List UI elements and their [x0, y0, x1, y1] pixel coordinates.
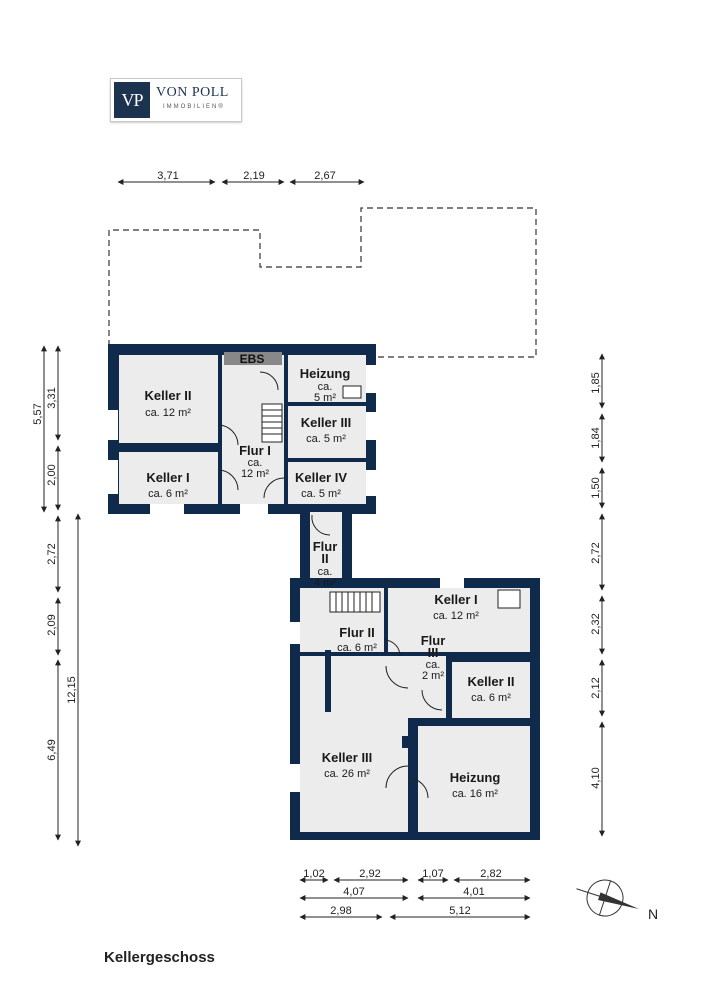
room-keller2-top: [119, 355, 218, 443]
dimensions-left: [41, 345, 81, 847]
room-keller4: [288, 462, 366, 504]
room-area: 5 m²: [314, 392, 336, 404]
room-area: ca.: [318, 566, 333, 578]
connector-block: [300, 510, 352, 584]
room-name: Keller II: [145, 388, 192, 403]
dim-bottom: 1,07: [422, 868, 443, 880]
room-name: II: [321, 551, 328, 566]
north-label: N: [648, 906, 658, 922]
dashed-outline: [108, 207, 537, 358]
room-area: ca. 26 m²: [324, 768, 370, 780]
dim-bottom: 5,12: [449, 905, 470, 917]
dim-right: 2,72: [590, 542, 602, 563]
stairs-bottom: [329, 591, 381, 613]
room-keller2-bottom: [452, 662, 530, 718]
dim-right: 1,84: [590, 427, 602, 448]
dim-left: 2,09: [46, 614, 58, 635]
room-name: Heizung: [450, 770, 501, 785]
dim-right: 4,10: [590, 767, 602, 788]
room-area: ca. 5 m²: [306, 433, 346, 445]
dim-bottom: 2,92: [359, 868, 380, 880]
ebs-panel: [224, 352, 282, 365]
room-area: ca.: [426, 659, 441, 671]
room-area: ca. 6 m²: [471, 692, 511, 704]
room-name: Keller I: [146, 470, 189, 485]
dim-top: 2,67: [314, 170, 335, 182]
dim-right: 1,50: [590, 477, 602, 498]
dim-right: 1,85: [590, 372, 602, 393]
room-area: ca. 6 m²: [148, 488, 188, 500]
logo-name: VON POLL: [156, 85, 229, 100]
floor-title: Kellergeschoss: [104, 949, 215, 966]
room-area: ca. 6 m²: [337, 642, 377, 654]
logo-subtitle: IMMOBILIEN®: [163, 104, 225, 110]
dim-bottom: 4,01: [463, 886, 484, 898]
dim-top: 3,71: [157, 170, 178, 182]
room-keller1-top: [119, 452, 218, 504]
logo: VP VON POLL IMMOBILIEN®: [110, 78, 242, 122]
dim-right: 2,12: [590, 677, 602, 698]
room-keller3-bottom: [300, 656, 408, 832]
compass-icon: [576, 879, 640, 917]
room-name: Flur II: [339, 625, 374, 640]
room-area: ca. 12 m²: [433, 610, 479, 622]
room-area: ca. 16 m²: [452, 788, 498, 800]
dim-left: 12,15: [66, 676, 78, 704]
dim-left: 6,49: [46, 739, 58, 760]
dim-right: 2,32: [590, 613, 602, 634]
room-area: 12 m²: [241, 468, 269, 480]
dim-bottom: 2,82: [480, 868, 501, 880]
room-area: ca.: [248, 457, 263, 469]
dim-left: 5,57: [32, 403, 44, 424]
room-heizung-bottom: [418, 726, 530, 832]
room-area: 4 m²: [314, 577, 336, 589]
room-name: Keller III: [301, 415, 352, 430]
dim-left: 2,72: [46, 543, 58, 564]
dim-top: 2,19: [243, 170, 264, 182]
room-area: ca. 12 m²: [145, 407, 191, 419]
dim-left: 3,31: [46, 387, 58, 408]
stairs-top: [261, 403, 283, 443]
dimensions-bottom: [299, 877, 531, 920]
room-name: Flur: [421, 633, 446, 648]
room-name: Keller III: [322, 750, 373, 765]
room-name: Flur I: [239, 443, 271, 458]
room-keller3-top: [288, 406, 366, 458]
room-area: 2 m²: [422, 670, 444, 682]
dim-bottom: 2,98: [330, 905, 351, 917]
lower-block: [290, 578, 540, 840]
dim-bottom: 4,07: [343, 886, 364, 898]
room-area: ca. 5 m²: [301, 488, 341, 500]
room-name: Keller II: [468, 674, 515, 689]
room-name: Heizung: [300, 366, 351, 381]
room-name: Keller IV: [295, 470, 347, 485]
logo-mark: VP: [114, 82, 150, 118]
label-ebs: EBS: [240, 352, 265, 366]
dim-left: 2,00: [46, 464, 58, 485]
room-name: Flur: [313, 539, 338, 554]
room-flur2-narrow: [310, 512, 342, 584]
dim-bottom: 1,02: [303, 868, 324, 880]
room-name: Keller I: [434, 592, 477, 607]
room-area: ca.: [318, 381, 333, 393]
upper-block: [108, 344, 376, 514]
room-name: III: [428, 645, 439, 660]
